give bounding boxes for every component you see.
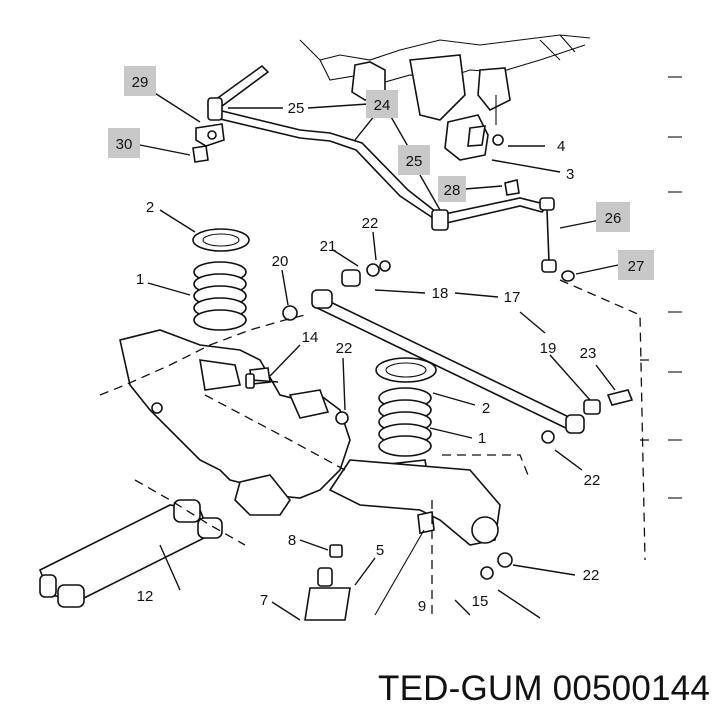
callout-label: 25	[288, 100, 305, 117]
frame-outline	[299, 34, 591, 161]
callout-label: 17	[504, 289, 521, 306]
callout-label: 12	[137, 588, 154, 605]
bolt-14	[245, 373, 279, 389]
callout-label: 26	[605, 210, 622, 227]
callout-labels: 29 30 25 24 25 28 4 3 26 27 2 22 21 20 1…	[108, 66, 654, 615]
shock-absorber-area	[304, 411, 513, 621]
callout-label: 21	[320, 238, 337, 255]
callout-label: 14	[302, 329, 319, 346]
callout-box	[618, 250, 654, 280]
callout-box	[124, 66, 156, 96]
callout-label: 15	[472, 593, 489, 610]
callout-label: 8	[288, 532, 296, 549]
assembly-lines	[99, 279, 655, 615]
callout-label: 22	[584, 472, 601, 489]
callout-label: 22	[336, 340, 353, 357]
stabilizer-link	[504, 179, 575, 282]
callout-label: 2	[482, 400, 490, 417]
callout-box	[596, 202, 630, 232]
callout-label: 18	[432, 285, 449, 302]
callout-label: 24	[374, 97, 391, 114]
edge-ticks	[668, 76, 682, 499]
callout-label: 29	[132, 74, 149, 91]
callout-label: 22	[583, 567, 600, 584]
callout-label: 20	[272, 253, 289, 270]
coil-spring-upper	[192, 228, 250, 331]
callout-label: 25	[406, 153, 423, 170]
callout-label: 1	[478, 430, 486, 447]
callout-box	[366, 90, 398, 118]
callout-box	[398, 145, 430, 175]
callout-label: 4	[557, 138, 565, 155]
callout-label: 22	[362, 215, 379, 232]
rear-axle-housing	[119, 329, 501, 546]
callout-label: 28	[444, 182, 461, 199]
callout-label: 23	[580, 345, 597, 362]
callout-box	[438, 176, 466, 202]
callout-label: 2	[146, 199, 154, 216]
callout-label: 1	[136, 271, 144, 288]
lower-control-arm	[38, 499, 223, 608]
track-bar	[282, 260, 634, 444]
callout-label: 19	[540, 340, 557, 357]
stabilizer-bar	[206, 64, 550, 231]
callout-box	[108, 128, 140, 158]
leader-lines	[139, 89, 619, 621]
stabilizer-bracket	[192, 123, 225, 163]
brand-caption: TED-GUM 00500144	[378, 669, 710, 708]
callout-label: 9	[418, 598, 426, 615]
callout-label: 30	[116, 136, 133, 153]
callout-label: 5	[376, 542, 384, 559]
callout-label: 7	[260, 592, 268, 609]
coil-spring-lower	[375, 357, 437, 457]
callout-label: 27	[628, 258, 645, 275]
callout-label: 3	[566, 166, 574, 183]
